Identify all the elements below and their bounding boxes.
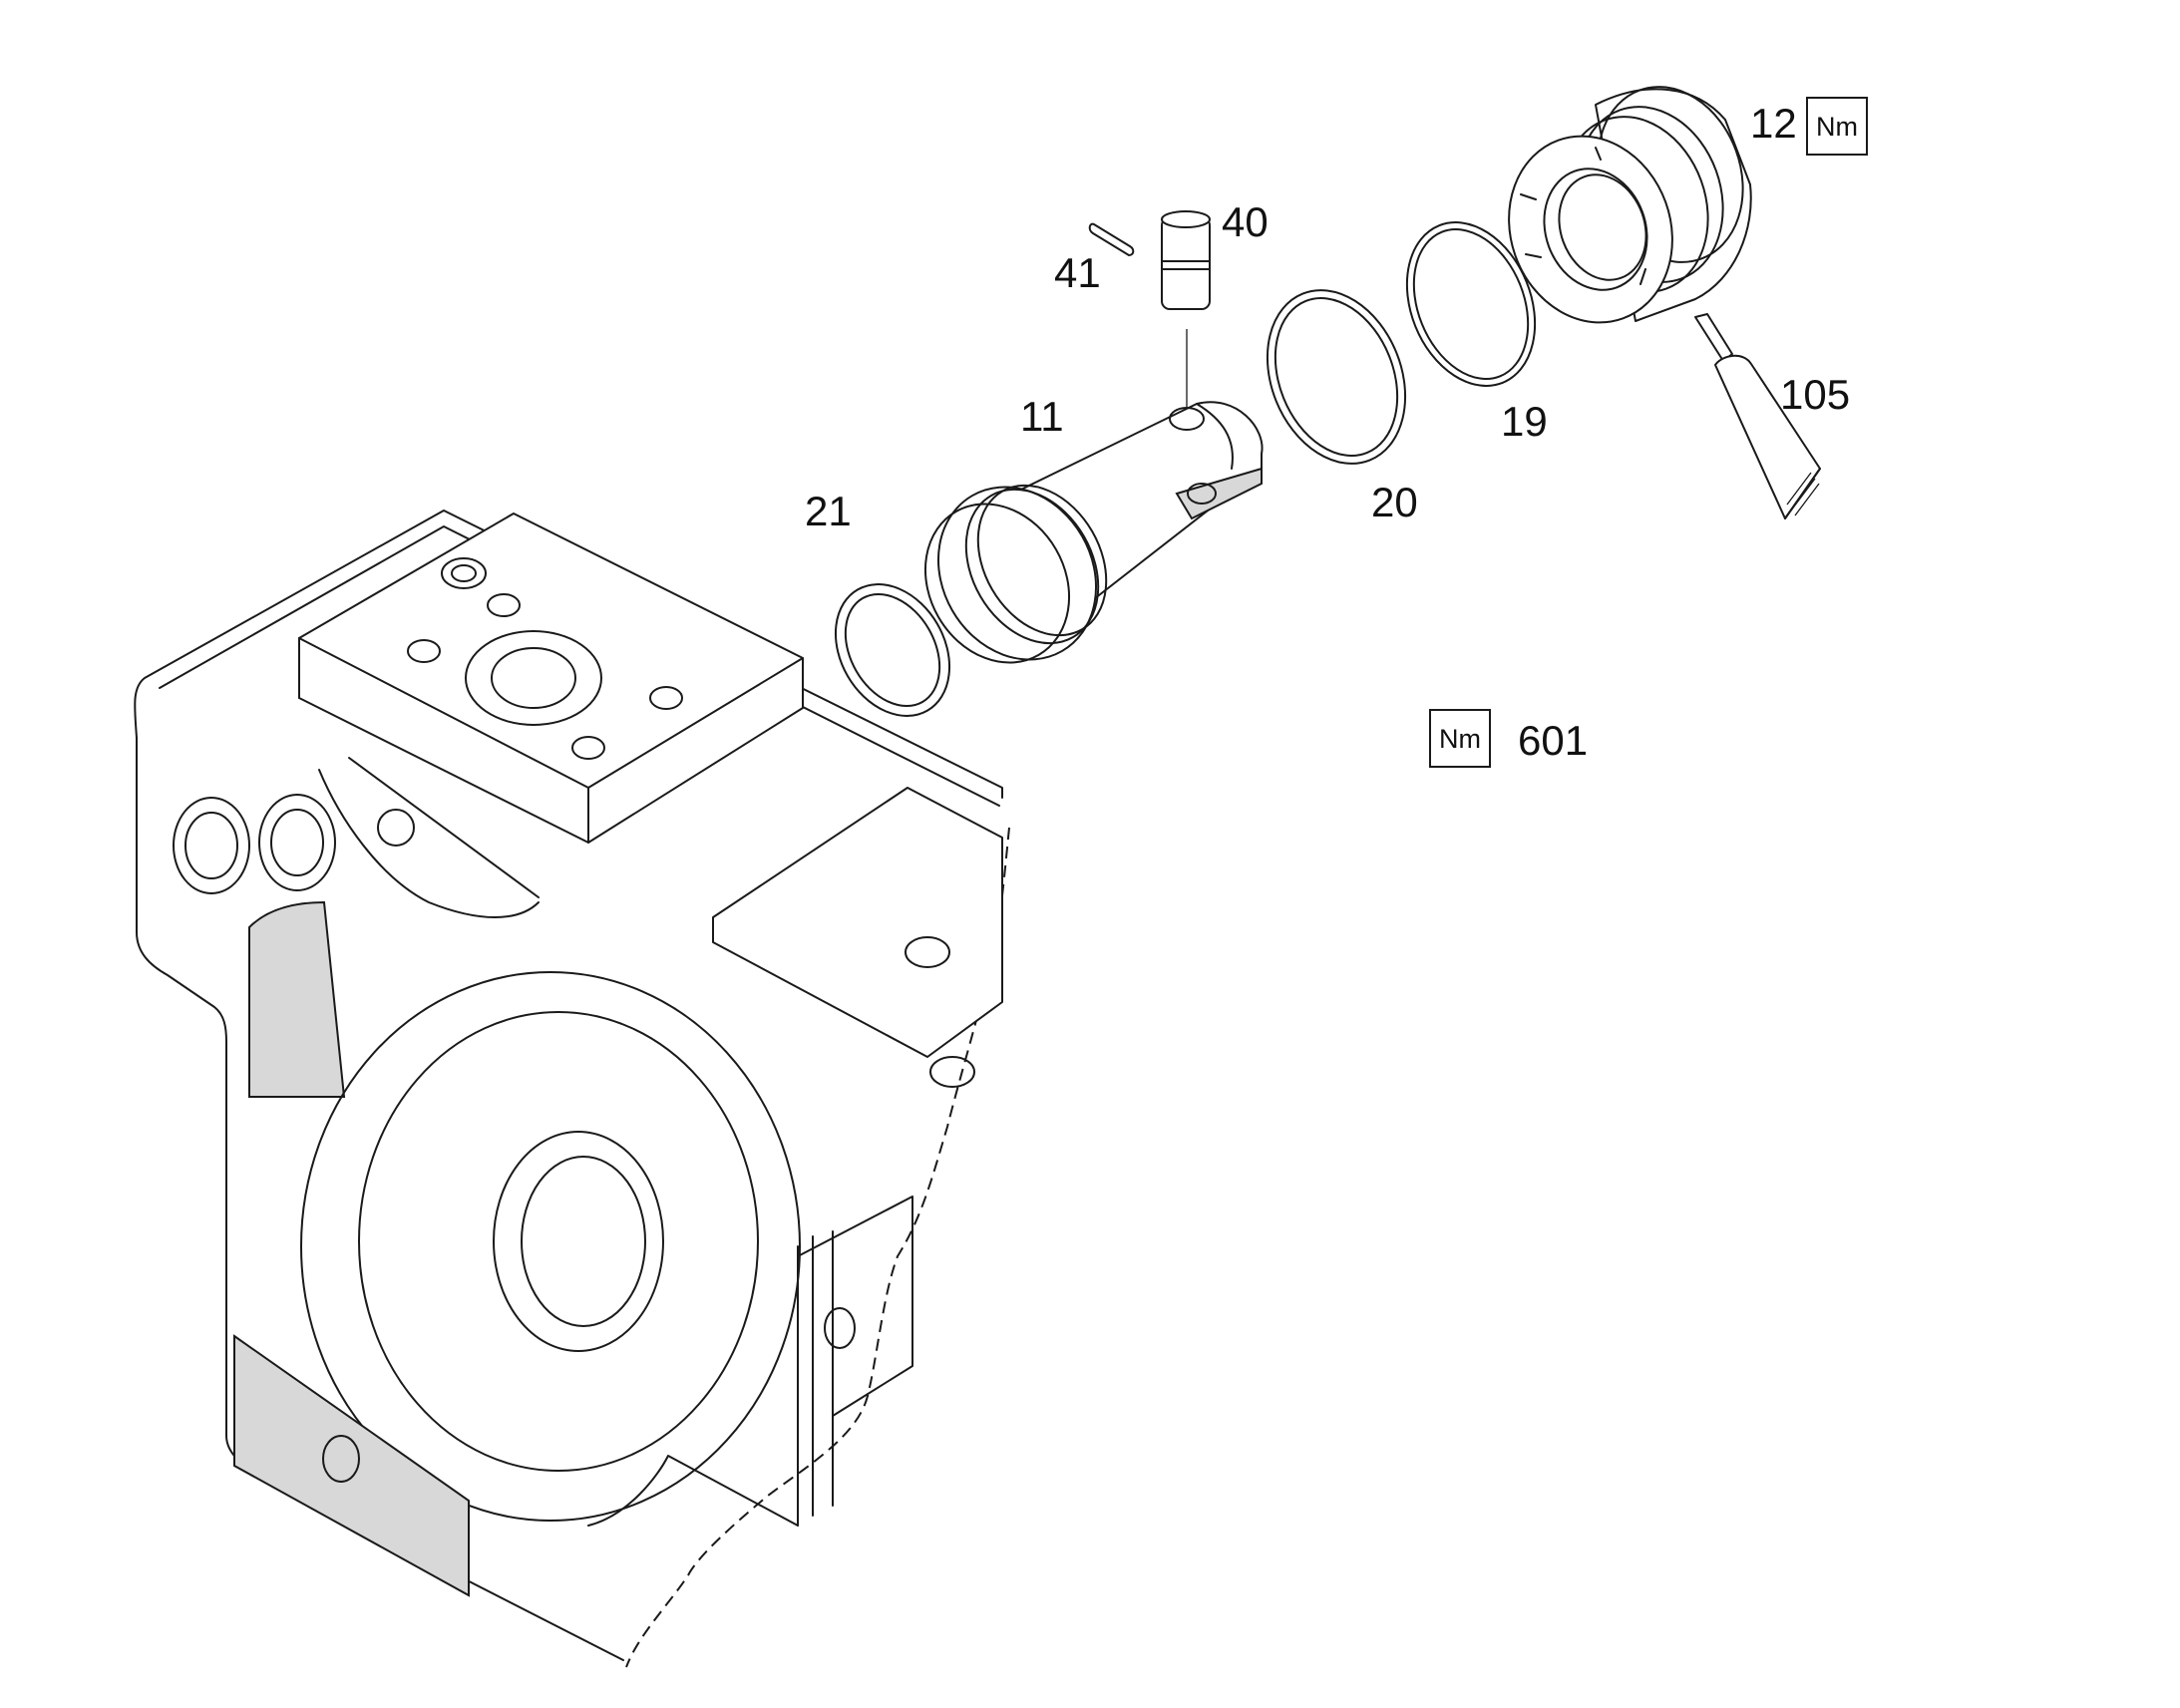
callout-105: 105 [1780,371,1850,418]
torque-symbol-12: Nm [1806,97,1868,156]
part-12-plug [1508,86,1752,324]
part-105-sealant-tube [1694,313,1821,519]
callout-601: 601 [1518,717,1588,764]
part-40-pin [1161,210,1211,310]
callout-20: 20 [1371,479,1418,525]
callout-41: 41 [1054,249,1101,296]
housing [134,510,1010,1668]
torque-symbol-601-text: Nm [1439,724,1481,754]
callout-12: 12 [1750,100,1797,147]
part-20-o-ring [1266,289,1407,465]
torque-symbol-12-text: Nm [1816,112,1858,142]
callout-11: 11 [1020,393,1064,440]
part-41-roll-pin [1088,222,1135,256]
callout-19: 19 [1501,398,1548,445]
callout-21: 21 [805,488,852,534]
callout-40: 40 [1222,198,1269,245]
part-11-piston [923,401,1264,664]
torque-symbol-601: Nm [1429,709,1491,768]
part-21-ring [834,583,951,717]
part-19-backup-ring [1405,221,1537,387]
